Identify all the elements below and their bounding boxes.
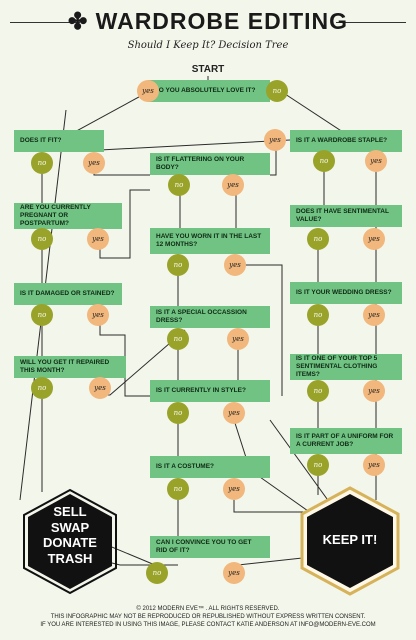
question-worn: HAVE YOU WORN IT IN THE LAST 12 MONTHS? <box>150 228 270 254</box>
yes-circle: yes <box>224 254 246 276</box>
no-circle: no <box>168 174 190 196</box>
question-pregnant: ARE YOU CURRENTLY PREGNANT OR POSTPARTUM… <box>14 203 122 229</box>
outcome-swap-label: SWAP <box>50 519 90 535</box>
no-circle: no <box>167 254 189 276</box>
sell-hexagon-border <box>23 488 117 595</box>
question-fit: DOES IT FIT? <box>14 130 104 152</box>
yes-circle: yes <box>223 478 245 500</box>
yes-circle: yes <box>83 152 105 174</box>
yes-circle: yes <box>87 304 109 326</box>
yes-circle: yes <box>363 380 385 402</box>
yes-circle: yes <box>223 562 245 584</box>
outcome-trash-label: TRASH <box>47 550 93 566</box>
yes-circle: yes <box>227 328 249 350</box>
keep-hexagon <box>307 494 393 588</box>
question-repaired: WILL YOU GET IT REPAIRED THIS MONTH? <box>14 356 126 378</box>
no-circle: no <box>31 377 53 399</box>
no-circle: no <box>31 228 53 250</box>
title-rule-left <box>10 22 80 23</box>
yes-circle: yes <box>222 174 244 196</box>
outcome-sell-swap-donate-trash: SELL SWAP DONATE TRASH <box>28 504 112 566</box>
subtitle: Should I Keep It? Decision Tree <box>127 40 289 51</box>
yes-circle: yes <box>223 402 245 424</box>
no-circle: no <box>167 328 189 350</box>
question-special: IS IT A SPECIAL OCCASSION DRESS? <box>150 306 270 328</box>
yes-circle: yes <box>365 150 387 172</box>
question-top5: IS IT ONE OF YOUR TOP 5 SENTIMENTAL CLOT… <box>290 354 402 380</box>
outcome-sell-label: SELL <box>53 504 87 519</box>
sell-hexagon <box>28 494 112 589</box>
title-rule-right <box>336 22 406 23</box>
yes-circle: yes <box>264 129 286 151</box>
no-circle: no <box>307 304 329 326</box>
page-title: ✤ WARDROBE EDITING <box>0 8 416 35</box>
yes-circle: yes <box>363 304 385 326</box>
yes-circle: yes <box>137 80 159 102</box>
yes-circle: yes <box>363 228 385 250</box>
question-love: DO YOU ABSOLUTELY LOVE IT? <box>148 80 270 102</box>
question-sentimental: DOES IT HAVE SENTIMENTAL VALUE? <box>290 205 402 227</box>
question-uniform: IS IT PART OF A UNIFORM FOR A CURRENT JO… <box>290 428 402 454</box>
no-circle: no <box>266 80 288 102</box>
outcome-donate-label: DONATE <box>43 535 97 551</box>
start-label: START <box>191 64 225 75</box>
no-circle: no <box>307 228 329 250</box>
no-circle: no <box>31 304 53 326</box>
footer-consent: THIS INFOGRAPHIC MAY NOT BE REPRODUCED O… <box>50 614 366 620</box>
yes-circle: yes <box>89 377 111 399</box>
no-circle: no <box>146 562 168 584</box>
question-flattering: IS IT FLATTERING ON YOUR BODY? <box>150 153 270 175</box>
no-circle: no <box>307 454 329 476</box>
question-damaged: IS IT DAMAGED OR STAINED? <box>14 283 122 305</box>
no-circle: no <box>31 152 53 174</box>
no-circle: no <box>167 402 189 424</box>
question-staple: IS IT A WARDROBE STAPLE? <box>290 130 402 152</box>
question-convince: CAN I CONVINCE YOU TO GET RID OF IT? <box>150 536 270 558</box>
yes-circle: yes <box>363 454 385 476</box>
question-style: IS IT CURRENTLY IN STYLE? <box>150 380 270 402</box>
flower-mark-icon: ✤ <box>67 8 89 34</box>
question-wedding: IS IT YOUR WEDDING DRESS? <box>290 282 402 304</box>
footer-contact: IF YOU ARE INTERESTED IN USING THIS IMAG… <box>40 622 376 628</box>
outcome-keep-it: KEEP IT! <box>322 532 378 547</box>
question-costume: IS IT A COSTUME? <box>150 456 270 478</box>
footer-copyright: © 2012 MODERN EVE™ . ALL RIGHTS RESERVED… <box>136 606 280 612</box>
no-circle: no <box>307 380 329 402</box>
title-text: WARDROBE EDITING <box>95 8 349 34</box>
yes-circle: yes <box>87 228 109 250</box>
no-circle: no <box>313 150 335 172</box>
no-circle: no <box>167 478 189 500</box>
